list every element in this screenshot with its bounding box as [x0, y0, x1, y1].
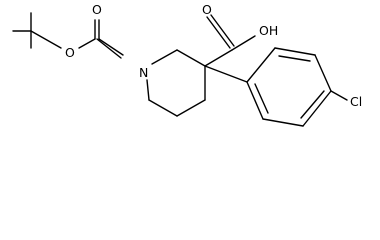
bond-aryl-4-5 [302, 90, 332, 127]
atom-label-boc-carbonyl-o: O [92, 2, 102, 17]
bond-c3-to-aryl [204, 65, 248, 83]
chemical-structure: OH O N O O Cl [12, 2, 362, 127]
atom-label-ring-n: N [139, 65, 148, 80]
bond-c5-to-c6 [148, 99, 178, 117]
structure-diagram: OH O N O O Cl [12, 2, 362, 127]
bond-aryl-inner-3 [254, 83, 269, 114]
bond-c6-to-n [146, 79, 150, 101]
bond-acid-to-oh [231, 35, 256, 51]
atom-label-oh: OH [259, 23, 278, 38]
bond-carbonyl-to-n [96, 38, 122, 59]
bond-aryl-2-3 [274, 47, 316, 56]
bond-acid-double-b [210, 14, 235, 47]
bond-tbu-to-ester-o [30, 30, 62, 49]
bond-aryl-1-2 [246, 47, 276, 83]
bond-c2-to-c3 [176, 49, 206, 67]
bond-c3-to-acid-carbon [204, 49, 233, 67]
bond-c4-to-c5 [176, 99, 206, 117]
atom-label-boc-ester-o: O [65, 45, 75, 60]
atom-label-carboxyl-o: O [202, 2, 212, 17]
bond-aryl-3-4 [314, 54, 332, 92]
bond-aryl-to-cl [330, 90, 348, 101]
bond-aryl-6-1 [246, 81, 264, 120]
bond-acid-double-a [206, 16, 231, 49]
bond-aryl-inner-2 [300, 90, 325, 119]
bond-aryl-inner-1 [278, 55, 311, 62]
bond-n-to-c2 [151, 49, 178, 65]
bond-ester-o-to-carbonyl [78, 38, 96, 49]
bond-carbonyl-to-n-upper [98, 38, 124, 56]
bond-aryl-5-6 [262, 118, 304, 127]
atom-label-chlorine: Cl [350, 94, 362, 109]
